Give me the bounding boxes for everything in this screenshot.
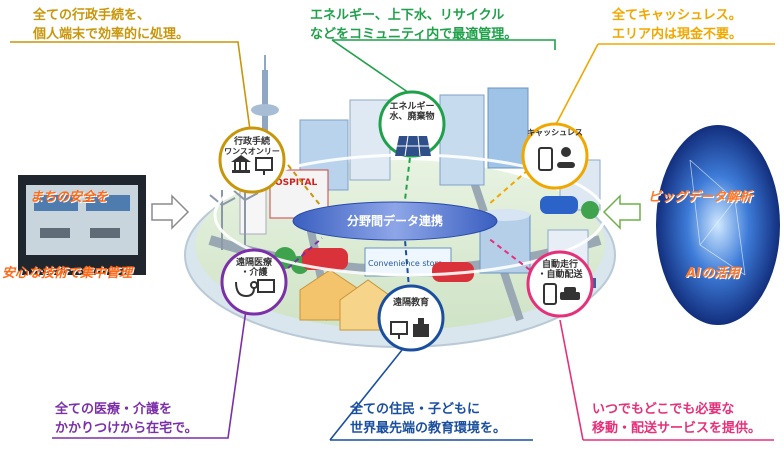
- monitor-icon: [255, 157, 273, 175]
- callout-cashless-line1: 全てキャッシュレス。: [612, 8, 742, 23]
- callout-lines: [10, 39, 775, 441]
- circle-label-admin: 行政手続 ワンスオンリー: [222, 137, 282, 157]
- circle-label-admin-line2: ワンスオンリー: [224, 147, 280, 156]
- left-panel-line1: まちの安全を: [30, 190, 109, 205]
- tv-tower: [251, 55, 279, 170]
- hospital-sign: OSPITAL: [275, 178, 317, 188]
- callout-mobility-line1: いつでもどこでも必要な: [592, 402, 735, 417]
- callout-education: 全ての住民・子どもに 世界最先端の教育環境を。: [350, 400, 506, 438]
- circle-label-cashless-line1: キャッシュレス: [527, 128, 583, 137]
- circle-label-mobility-line1: 自動走行: [541, 260, 578, 270]
- school-building-icon: [413, 318, 429, 337]
- car-icon: [560, 287, 580, 300]
- callout-energy-line2: などをコミュニティ内で最適管理。: [310, 27, 518, 42]
- callout-energy-line1: エネルギー、上下水、リサイクル: [310, 8, 505, 23]
- government-building-icon: [231, 155, 251, 173]
- wind-turbines: [209, 185, 259, 250]
- control-room-panel: [18, 175, 146, 275]
- arrow-right-to-center-icon: [602, 194, 641, 230]
- circle-label-energy-line2: 水、廃棄物: [389, 112, 435, 122]
- callout-cashless-line2: エリア内は現金不要。: [612, 27, 743, 42]
- callout-mobility-line2: 移動・配送サービスを提供。: [592, 421, 762, 436]
- solar-panel-icon: [395, 135, 431, 157]
- callout-education-line1: 全ての住民・子どもに: [350, 402, 481, 417]
- education-monitor-icon: [390, 321, 408, 339]
- callout-admin-line1: 全ての行政手続を、: [33, 8, 151, 23]
- circle-label-cashless: キャッシュレス: [525, 128, 585, 138]
- store-sign: Convenience store: [368, 259, 443, 268]
- ai-analytics-panel: [656, 125, 780, 325]
- arrow-left-to-center-icon: [151, 194, 190, 230]
- circle-label-medical: 遠隔医療 ・介護: [224, 258, 284, 278]
- circle-label-education: 遠隔教育: [381, 298, 441, 308]
- cars: [302, 196, 578, 282]
- circle-label-mobility-line2: ・自動配送: [537, 270, 583, 280]
- callout-admin-line2: 個人端末で効率的に処理。: [33, 27, 190, 42]
- callout-cashless: 全てキャッシュレス。 エリア内は現金不要。: [612, 6, 742, 44]
- callout-mobility: いつでもどこでも必要な 移動・配送サービスを提供。: [592, 400, 761, 438]
- right-panel-line1: ビッグデータ解析: [648, 190, 753, 205]
- service-circle-cashless: [521, 122, 589, 190]
- callout-energy: エネルギー、上下水、リサイクル などをコミュニティ内で最適管理。: [310, 6, 517, 44]
- callout-education-line2: 世界最先端の教育環境を。: [350, 421, 507, 436]
- circle-label-education-line1: 遠隔教育: [392, 298, 429, 308]
- left-panel-line2: 安心な技術で集中管理: [2, 266, 133, 281]
- circle-label-medical-line1: 遠隔医療: [235, 258, 272, 268]
- circle-label-medical-line2: ・介護: [240, 268, 268, 278]
- smartphone-icon: [538, 147, 553, 171]
- center-data-linkage-label: 分野間データ連携: [346, 214, 443, 228]
- mobility-smartphone-icon: [543, 283, 557, 305]
- callout-medical: 全ての医療・介護を かかりつけから在宅で。: [55, 400, 198, 438]
- right-panel-line2: AIの活用: [686, 266, 740, 281]
- service-circle-admin: [218, 126, 286, 194]
- service-circle-education: [377, 284, 445, 352]
- callout-admin: 全ての行政手続を、 個人端末で効率的に処理。: [33, 6, 189, 44]
- circle-label-admin-line1: 行政手続: [233, 137, 270, 147]
- callout-medical-line2: かかりつけから在宅で。: [55, 421, 198, 436]
- circle-label-mobility: 自動走行 ・自動配送: [530, 260, 590, 280]
- medical-monitor-icon: [257, 279, 275, 293]
- circle-label-energy-line1: エネルギー: [389, 102, 435, 112]
- circle-label-energy: エネルギー 水、廃棄物: [382, 102, 442, 122]
- coin-hand-icon: [557, 147, 575, 168]
- callout-medical-line1: 全ての医療・介護を: [55, 402, 173, 417]
- data-linkage-band: [292, 201, 498, 241]
